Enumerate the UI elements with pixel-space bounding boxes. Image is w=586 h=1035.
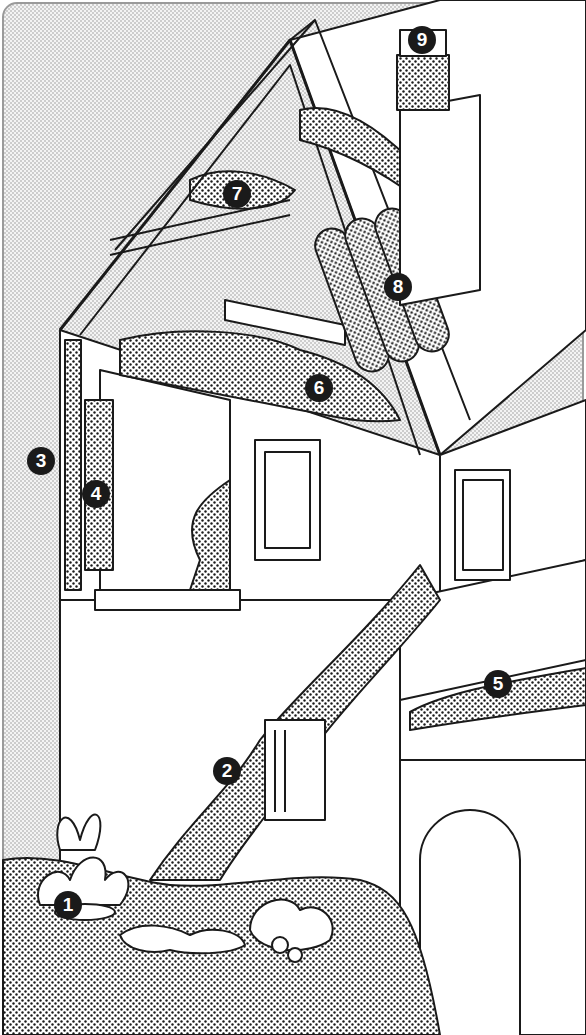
chimney: [400, 95, 480, 305]
post-insulation: [65, 340, 81, 590]
upper-wall: [60, 330, 440, 600]
pier: [400, 560, 586, 1035]
callout-number: 4: [82, 480, 110, 508]
callout-number: 1: [54, 891, 82, 919]
callout-number: 5: [484, 670, 512, 698]
plant: [38, 858, 128, 906]
balcony: [400, 660, 586, 760]
room-opening: [100, 370, 230, 590]
wall-insulation: [150, 565, 440, 880]
callout-number: 9: [408, 26, 436, 54]
chimney-insulation: [397, 55, 449, 110]
stepping-stones: [120, 926, 245, 954]
callout-number: 6: [305, 374, 333, 402]
callout-number: 7: [223, 180, 251, 208]
sill: [95, 590, 240, 610]
callout-number: 2: [213, 757, 241, 785]
window: [455, 470, 510, 580]
balcony-insulation: [410, 668, 586, 730]
arch: [420, 810, 520, 1035]
window: [255, 440, 320, 560]
callout-number: 8: [384, 273, 412, 301]
shrub: [250, 900, 333, 951]
window: [265, 720, 325, 820]
board: [225, 300, 345, 345]
ground-insulation: [3, 858, 440, 1035]
callout-number: 3: [27, 447, 55, 475]
